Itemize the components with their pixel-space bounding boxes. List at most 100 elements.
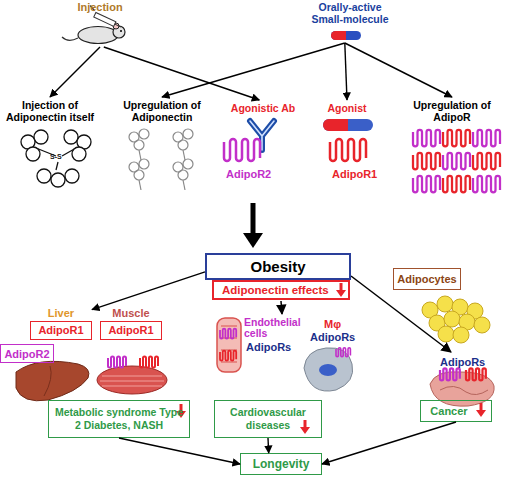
pointer-arrow — [281, 301, 282, 314]
receptor-label: AdipoR2 — [226, 168, 271, 180]
agonist-pill — [323, 119, 373, 131]
strategy-label: Agonistic Ab — [226, 100, 300, 116]
adiponectin-oligomer — [56, 162, 58, 170]
decrease-arrow — [300, 427, 310, 434]
receptor-cluster — [443, 153, 470, 170]
connector-arrow — [50, 47, 100, 97]
big-down-arrow — [243, 203, 263, 248]
capsule-icon — [331, 31, 361, 40]
adiponectin-oligomer — [64, 130, 78, 144]
node-text: Metabolic syndrome Type 2 Diabetes, NASH — [54, 406, 184, 432]
effect-box: Adiponectin effects — [212, 280, 350, 300]
adiponectin-trimers — [134, 170, 144, 180]
adiponectin-trimers — [139, 180, 141, 190]
outcome-box: Cardiovascular diseases — [214, 400, 322, 438]
muscle-illustration — [140, 357, 158, 368]
adiponectin-oligomer — [34, 130, 48, 144]
mouse-illustration — [115, 24, 121, 27]
node-text: Obesity — [250, 258, 305, 275]
decrease-arrow — [336, 290, 346, 297]
strategy-label: Injection of Adiponectin itself — [0, 97, 100, 125]
decrease-arrow — [340, 283, 343, 291]
bond-label: S-S — [50, 153, 62, 160]
adiponectin-oligomer — [26, 147, 40, 161]
adiponectin-oligomer — [51, 173, 65, 187]
endothelial-illustration — [221, 326, 237, 362]
decrease-arrow — [176, 283, 486, 434]
macrophage-illustration — [336, 348, 350, 357]
liver-illustration — [16, 361, 89, 400]
macrophage-illustration — [304, 348, 353, 391]
source-label: Injection — [62, 1, 138, 47]
big-down-arrow — [251, 203, 256, 236]
adiponectin-oligomer — [72, 147, 86, 161]
node-text: Liver — [48, 306, 74, 321]
tumor-illustration — [440, 368, 460, 380]
receptor-box: AdipoR2 — [0, 344, 54, 363]
adiponectin-trimers — [139, 159, 149, 169]
adiponectin-trimers — [129, 129, 193, 190]
connector-arrow — [267, 438, 269, 453]
pointer-arrow — [351, 276, 451, 352]
connector-arrow — [345, 43, 347, 100]
node-text: Adipocytes — [397, 273, 456, 285]
strategy-label: Upregulation of Adiponectin — [116, 97, 208, 125]
connector-arrow — [345, 43, 452, 97]
mouse-illustration — [62, 37, 78, 40]
receptor-cluster — [443, 176, 470, 193]
adiponectin-trimers — [134, 140, 144, 150]
node-text: Muscle — [112, 306, 149, 321]
connector-arrow — [119, 438, 240, 464]
receptor-cluster — [473, 176, 500, 193]
adiponectin-trimers — [183, 159, 193, 169]
outcome-box: Metabolic syndrome Type 2 Diabetes, NASH — [48, 400, 190, 438]
adipocyte-cluster — [422, 296, 490, 343]
condition-box: Obesity — [205, 253, 351, 280]
agonist-pill — [336, 119, 348, 131]
node-subtext: AdipoR1 — [30, 321, 92, 340]
outcome-box: Cancer — [420, 400, 492, 422]
connector-arrow — [322, 422, 456, 464]
cell-box: Adipocytes — [393, 268, 461, 290]
agonist-pill — [323, 119, 348, 131]
receptor-cluster — [413, 130, 500, 193]
cell-label: Mφ — [324, 318, 341, 330]
muscle-illustration — [100, 376, 164, 386]
receptor-cluster — [413, 130, 440, 147]
macrophage-illustration — [319, 364, 337, 376]
connector-arrow — [104, 47, 259, 100]
receptor-label: AdipoR1 — [332, 168, 377, 180]
node-subtext: AdipoR1 — [100, 321, 162, 340]
receptor-box: MuscleAdipoR1 — [100, 306, 162, 342]
node-text: Agonist — [327, 102, 366, 114]
capsule-icon — [331, 31, 346, 40]
mouse-illustration — [78, 27, 118, 44]
decrease-arrow — [476, 410, 486, 417]
macrophage-illustration — [304, 348, 353, 391]
adiponectin-oligomer — [65, 169, 79, 183]
node-text: Injection of Adiponectin itself — [0, 99, 100, 123]
tumor-illustration — [466, 368, 486, 380]
adiponectin-trimers — [139, 129, 149, 139]
adiponectin-trimers — [183, 180, 185, 190]
receptor-cluster — [473, 153, 500, 170]
node-text: Longevity — [253, 457, 310, 471]
node-text: Orally-active Small-molecule — [305, 1, 395, 25]
adipocyte-cluster — [474, 317, 490, 333]
mouse-illustration — [94, 13, 116, 27]
node-text: Upregulation of AdipoR — [402, 99, 502, 123]
receptor-label: AdipoRs — [246, 341, 291, 353]
strategy-label: Agonist — [322, 100, 372, 116]
decrease-arrow — [304, 420, 307, 428]
big-down-arrow — [243, 233, 263, 248]
receptor-symbol — [330, 139, 366, 161]
adiponectin-oligomer — [21, 130, 91, 187]
connector-arrow — [162, 43, 345, 97]
capsule-icon — [331, 31, 361, 40]
receptor-symbol — [224, 139, 366, 161]
muscle-illustration — [97, 366, 167, 394]
adipocyte-cluster — [444, 311, 460, 327]
endothelial-illustration — [220, 351, 236, 361]
